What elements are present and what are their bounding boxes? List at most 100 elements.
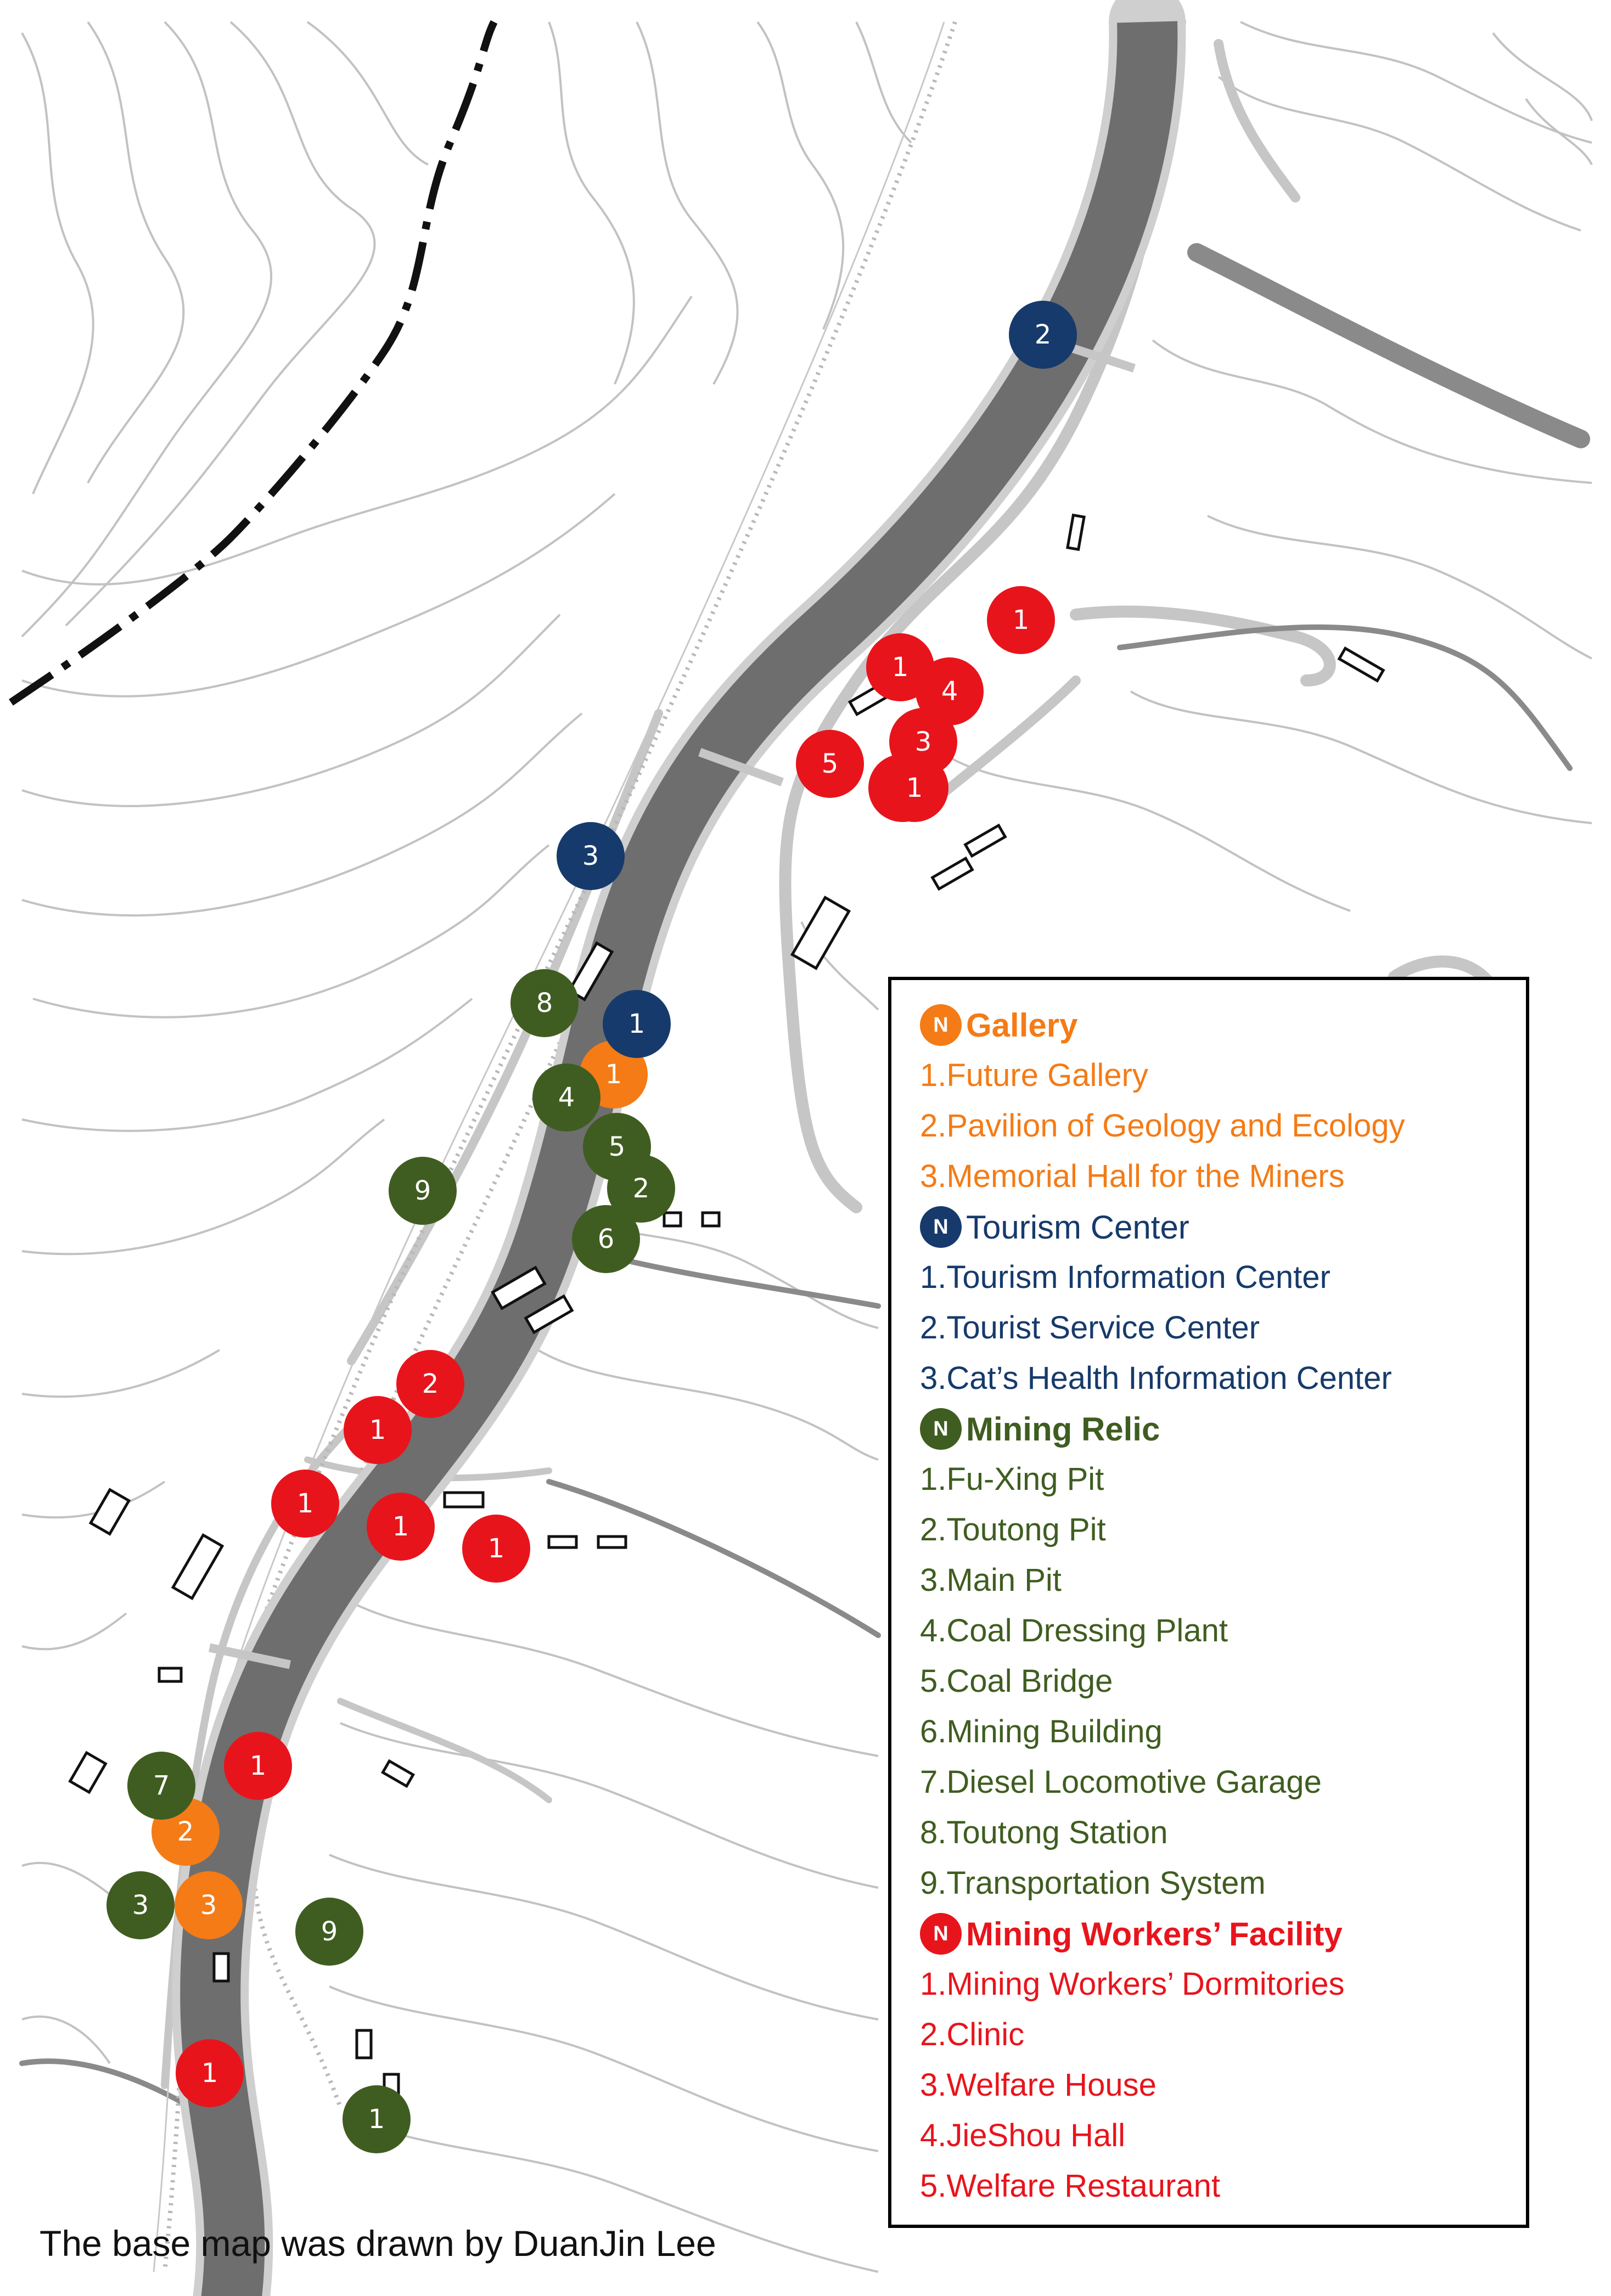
workers-facility-marker[interactable]: 1 <box>271 1470 339 1538</box>
marker-dot <box>271 1470 339 1538</box>
workers-facility-marker[interactable]: 1 <box>462 1515 530 1583</box>
marker-dot <box>1009 301 1077 369</box>
marker-number: 1 <box>628 1009 645 1039</box>
legend-header-tourism-center: N Tourism Center <box>920 1202 1526 1252</box>
workers-facility-marker[interactable]: 1 <box>344 1396 412 1464</box>
workers-facility-marker[interactable]: 1 <box>176 2039 244 2107</box>
workers-facility-marker[interactable]: 1 <box>367 1493 435 1561</box>
mining-relic-marker[interactable]: 9 <box>295 1898 363 1966</box>
marker-dot <box>106 1871 175 1939</box>
marker-dot <box>224 1732 292 1800</box>
marker-number: 2 <box>422 1369 439 1399</box>
marker-number: 9 <box>321 1916 338 1947</box>
marker-number: 1 <box>250 1751 267 1781</box>
marker-number: 6 <box>598 1224 615 1254</box>
marker-dot <box>916 657 984 725</box>
marker-number: 5 <box>822 749 839 779</box>
legend-item: 1.Tourism Information Center <box>920 1259 1331 1295</box>
legend-item: 9.Transportation System <box>920 1865 1266 1901</box>
marker-number: 1 <box>906 773 923 803</box>
marker-dot <box>572 1205 640 1273</box>
contour-lines <box>21 21 1593 2273</box>
workers-facility-marker[interactable]: 1 <box>224 1732 292 1800</box>
mining-relic-marker[interactable]: 4 <box>532 1063 600 1132</box>
gallery-marker[interactable]: 3 <box>175 1871 243 1939</box>
legend-item: 8.Toutong Station <box>920 1815 1168 1850</box>
workers-facility-marker[interactable]: 2 <box>396 1350 464 1418</box>
tourism-center-marker[interactable]: 1 <box>603 990 671 1058</box>
mining-relic-marker[interactable]: 5 <box>583 1113 651 1181</box>
workers-facility-marker[interactable]: 3 <box>889 708 957 776</box>
marker-number: 1 <box>368 2104 385 2135</box>
legend-title-workers-facility: Mining Workers’ Facility <box>966 1915 1343 1952</box>
marker-dot <box>343 2085 411 2153</box>
legend-title-mining-relic: Mining Relic <box>966 1410 1160 1448</box>
legend-section-workers-facility: N Mining Workers’ Facility 1.Mining Work… <box>920 1909 1526 2211</box>
marker-dot <box>176 2039 244 2107</box>
marker-dot <box>127 1752 195 1820</box>
legend-item: 6.Mining Building <box>920 1714 1163 1749</box>
marker-dot <box>532 1063 600 1132</box>
legend-item: 4.Coal Dressing Plant <box>920 1613 1228 1648</box>
marker-dot <box>367 1493 435 1561</box>
marker-number: 3 <box>915 727 932 757</box>
marker-number: 5 <box>609 1132 626 1162</box>
marker-dot <box>344 1396 412 1464</box>
tourism-center-marker[interactable]: 3 <box>557 822 625 890</box>
marker-number: 2 <box>633 1173 650 1204</box>
marker-dot <box>796 730 864 798</box>
marker-dot <box>889 708 957 776</box>
marker-dot <box>389 1157 457 1225</box>
marker-number: 1 <box>892 652 909 683</box>
mining-relic-marker[interactable]: 3 <box>106 1871 175 1939</box>
marker-dot <box>583 1113 651 1181</box>
marker-number: 1 <box>1013 605 1030 635</box>
mining-relic-marker[interactable]: 7 <box>127 1752 195 1820</box>
legend-header-workers-facility: N Mining Workers’ Facility <box>920 1909 1526 1959</box>
marker-number: 9 <box>414 1175 431 1206</box>
marker-number: 3 <box>582 841 599 871</box>
marker-number: 4 <box>558 1082 575 1113</box>
marker-dot <box>175 1871 243 1939</box>
marker-number: 3 <box>200 1890 217 1921</box>
river <box>172 0 1186 2296</box>
marker-dot <box>510 969 579 1037</box>
marker-dot <box>557 822 625 890</box>
marker-number: 1 <box>201 2058 218 2089</box>
tourism-center-marker[interactable]: 2 <box>1009 301 1077 369</box>
map-credit: The base map was drawn by DuanJin Lee <box>40 2223 716 2264</box>
marker-number: 1 <box>369 1415 386 1445</box>
legend-item: 5.Coal Bridge <box>920 1663 1113 1699</box>
legend-title-gallery: Gallery <box>966 1006 1078 1044</box>
legend-item: 2.Toutong Pit <box>920 1512 1106 1547</box>
tourism-center-badge-icon: N <box>920 1206 962 1248</box>
legend-header-mining-relic: N Mining Relic <box>920 1404 1526 1454</box>
marker-number: 4 <box>941 676 958 707</box>
marker-number: 8 <box>536 988 553 1018</box>
legend-item: 2.Clinic <box>920 2017 1025 2052</box>
legend-item: 3.Cat’s Health Information Center <box>920 1360 1392 1396</box>
legend-item: 3.Main Pit <box>920 1562 1062 1598</box>
marker-dot <box>603 990 671 1058</box>
marker-number: 1 <box>605 1059 622 1090</box>
marker-number: 3 <box>132 1890 149 1921</box>
workers-facility-marker[interactable]: 4 <box>916 657 984 725</box>
workers-facility-marker[interactable]: 5 <box>796 730 864 798</box>
mining-relic-marker[interactable]: 8 <box>510 969 579 1037</box>
mining-relic-marker[interactable]: 6 <box>572 1205 640 1273</box>
legend-section-tourism-center: N Tourism Center 1.Tourism Information C… <box>920 1202 1526 1404</box>
gallery-badge-icon: N <box>920 1004 962 1046</box>
legend-title-tourism-center: Tourism Center <box>966 1208 1189 1246</box>
marker-number: 1 <box>392 1511 409 1542</box>
legend-item: 1.Mining Workers’ Dormitories <box>920 1966 1345 2002</box>
mining-relic-marker[interactable]: 9 <box>389 1157 457 1225</box>
workers-facility-marker[interactable]: 1 <box>987 586 1055 654</box>
mining-relic-marker[interactable]: 1 <box>343 2085 411 2153</box>
marker-number: 7 <box>153 1770 170 1801</box>
marker-number: 1 <box>488 1533 505 1564</box>
mining-relic-badge-icon: N <box>920 1408 962 1450</box>
